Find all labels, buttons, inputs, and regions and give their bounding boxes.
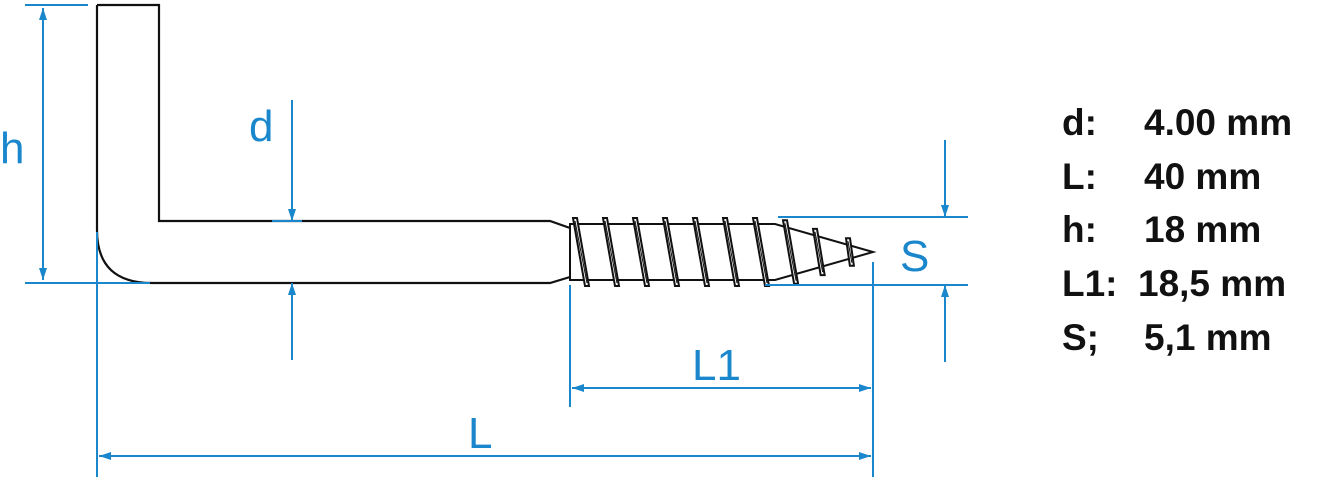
spec-row-l1: L1: 18,5 mm [1062,257,1292,311]
dimension-h [25,4,150,284]
label-h: h [0,124,24,173]
spec-row-d: d: 4.00 mm [1062,96,1292,150]
thread-line [784,223,797,281]
dimension-l1 [569,262,874,477]
label-l: L [468,409,492,458]
spec-key: S; [1062,316,1099,358]
spec-key: L1: [1062,263,1118,305]
dimension-d [272,100,302,360]
thread-line [664,220,678,284]
spec-key: L: [1062,155,1097,197]
spec-list: d: 4.00 mm L: 40 mm h: 18 mm L1: 18,5 mm S; 5… [1062,96,1292,365]
label-s: S [900,232,929,281]
dimension-l [96,232,871,477]
thread-line [604,220,618,284]
hook-outline [95,3,571,285]
screw-thread [569,217,877,287]
label-l1: L1 [692,341,741,390]
spec-value: 5,1 mm [1144,316,1272,358]
spec-value: 40 mm [1144,155,1262,197]
spec-value: 18 mm [1144,209,1262,251]
spec-row-h: h: 18 mm [1062,203,1292,257]
thread-line [847,241,853,263]
thread-line [724,220,738,284]
spec-value: 4.00 mm [1144,102,1293,143]
spec-row-s: S; 5,1 mm [1062,311,1292,365]
spec-key: h: [1062,209,1097,251]
thread-line [634,220,648,284]
thread-line [814,231,824,273]
spec-key: d: [1062,102,1097,143]
spec-value: 18,5 mm [1138,263,1287,305]
label-d: d [249,102,273,151]
thread-line [754,220,768,284]
thread-line [574,220,588,284]
dimension-s [765,140,968,362]
spec-row-l: L: 40 mm [1062,150,1292,204]
thread-line [694,220,708,284]
